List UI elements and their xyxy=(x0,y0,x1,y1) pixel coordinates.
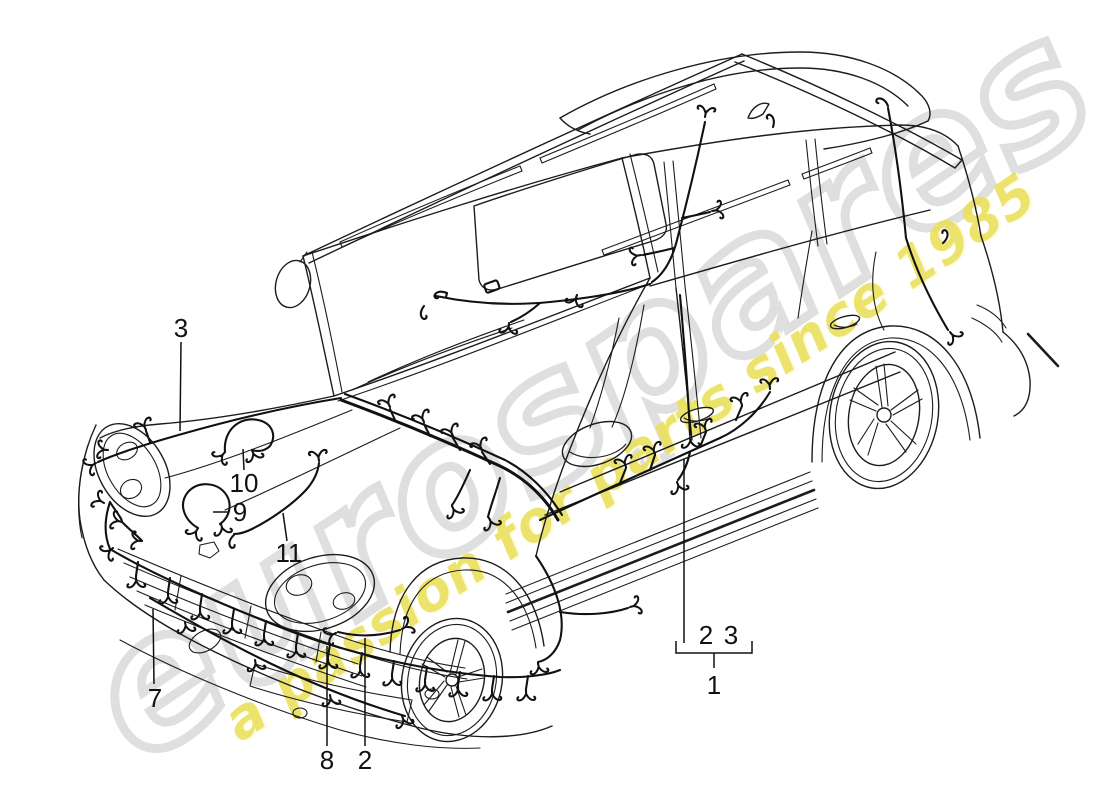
callout-label-11: 11 xyxy=(276,538,303,568)
callout-label-2: 2 xyxy=(358,745,372,775)
callout-9: 9 xyxy=(213,497,247,527)
callout-10: 10 xyxy=(230,448,259,498)
group-label-3: 3 xyxy=(724,620,738,650)
callout-label-9: 9 xyxy=(233,497,247,527)
callout-group-1: 2 3 1 xyxy=(675,459,753,700)
car-body-outline xyxy=(78,51,1060,749)
callout-8: 8 xyxy=(320,646,334,775)
group-label-1: 1 xyxy=(707,670,721,700)
callout-2: 2 xyxy=(358,638,372,775)
front-wheel xyxy=(400,617,504,743)
wiring-harness-lines xyxy=(81,96,965,730)
callout-label-8: 8 xyxy=(320,745,334,775)
callout-label-7: 7 xyxy=(148,683,162,713)
group-label-2: 2 xyxy=(699,620,713,650)
callout-group: 3 10 9 11 7 8 xyxy=(148,313,753,775)
callout-3: 3 xyxy=(174,313,188,432)
callout-7: 7 xyxy=(148,608,162,713)
callout-label-10: 10 xyxy=(230,468,259,498)
rear-wheel xyxy=(828,340,940,490)
callout-11: 11 xyxy=(276,512,303,568)
callout-label-3: 3 xyxy=(174,313,188,343)
